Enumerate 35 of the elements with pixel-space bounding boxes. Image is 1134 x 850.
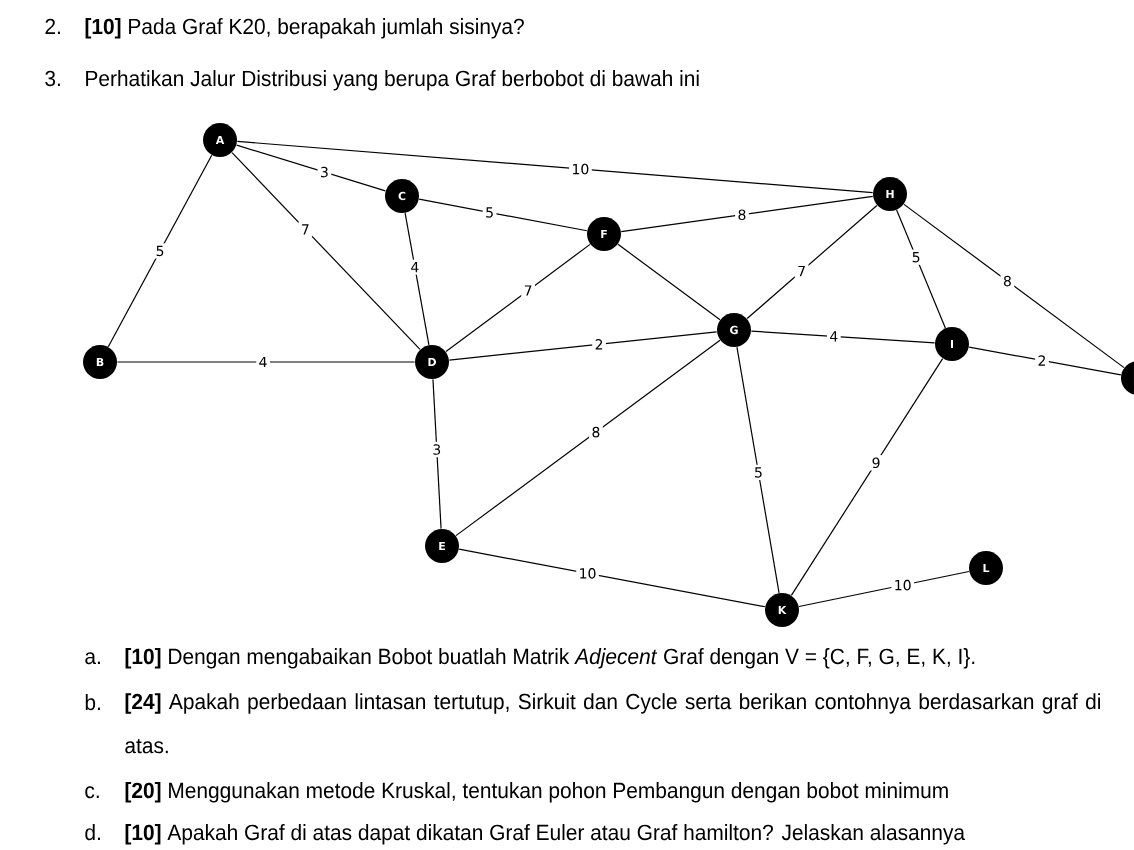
- edge-line: [231, 151, 421, 350]
- list-letter: d.: [85, 824, 100, 841]
- edge-line: [736, 346, 780, 594]
- list-letter: a.: [85, 652, 100, 665]
- edge-line: [116, 361, 416, 363]
- edge-line: [620, 195, 874, 233]
- list-number: 3.: [45, 70, 60, 87]
- edge-line: [903, 203, 1125, 369]
- edge-line: [432, 378, 442, 530]
- edge-line: [617, 243, 721, 321]
- edge-line: [458, 548, 766, 608]
- edge-line: [968, 346, 1122, 376]
- graph-vertex: [1121, 361, 1134, 395]
- question-text: [24] Apakah perbedaan lintasan tertutup, Sirkuit dan Cycle serta berikan contohnya berdasarkan graf di atas.: [125, 693, 1100, 754]
- edge-line: [445, 243, 591, 353]
- edge-line: [236, 140, 874, 194]
- edge-line: [236, 144, 386, 192]
- question-text: Perhatikan Jalur Distribusi yang berupa Graf berbobot di bawah ini: [86, 70, 699, 91]
- list-number: 2.: [45, 18, 60, 34]
- edge-line: [107, 154, 213, 348]
- list-letter: b.: [85, 694, 100, 711]
- edge-line: [746, 204, 878, 320]
- edge-line: [790, 358, 944, 596]
- question-text: [10] Dengan mengabaikan Bobot buatlah Matrik Adjecent Graf dengan V = {C, F, G, E, K, I}.: [125, 648, 975, 669]
- list-letter: c.: [85, 786, 99, 799]
- edge-line: [896, 209, 946, 329]
- edge-line: [418, 198, 588, 232]
- question-text: [10] Pada Graf K20, berapakah jumlah sisinya?: [85, 18, 524, 39]
- edge-line: [404, 212, 430, 346]
- edge-line: [448, 331, 718, 361]
- question-text: [10] Apakah Graf di atas dapat dikatan Graf Euler atau Graf hamilton? Jelaskan alasannya: [125, 824, 965, 845]
- edge-line: [455, 339, 721, 537]
- edge-line: [798, 570, 970, 608]
- question-text: [20] Menggunakan metode Kruskal, tentukan pohon Pembangun dengan bobot minimum: [125, 782, 948, 803]
- edge-line: [750, 330, 936, 344]
